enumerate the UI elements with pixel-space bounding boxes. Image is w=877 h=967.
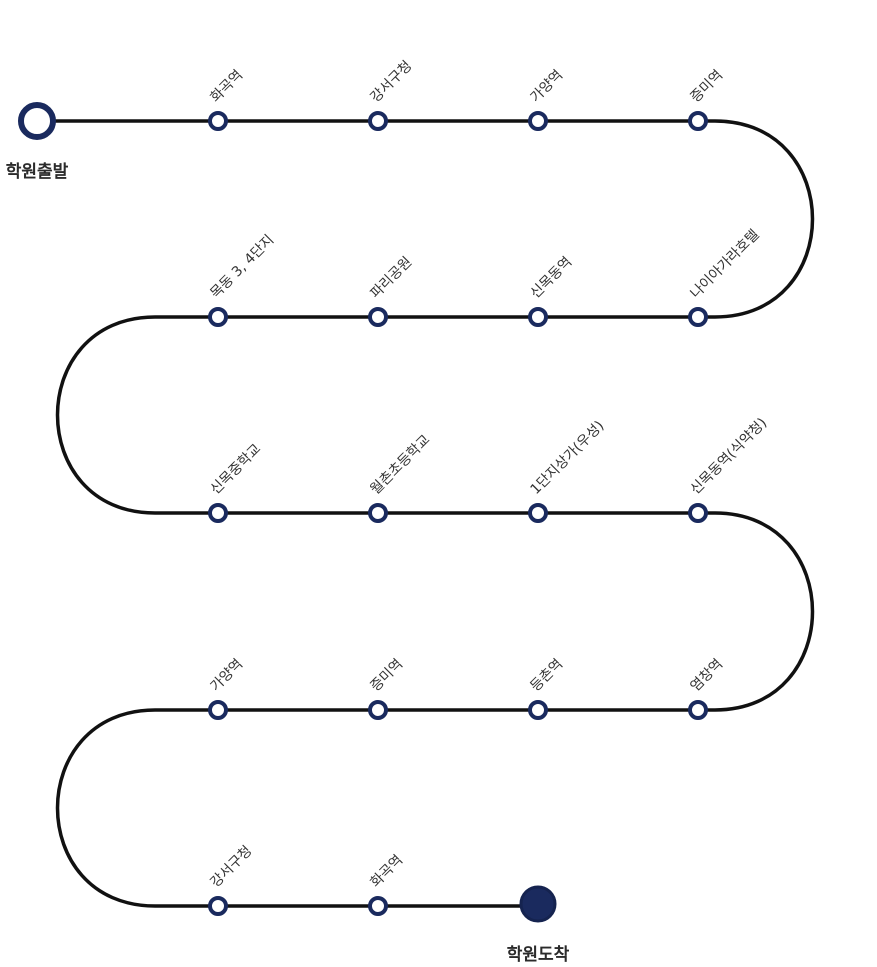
stop-marker (208, 503, 228, 523)
stop-marker (368, 503, 388, 523)
stop-marker (208, 111, 228, 131)
stop-label: 신목동역 (528, 254, 576, 302)
stop-marker (368, 896, 388, 916)
stop-marker (208, 896, 228, 916)
stop-marker (528, 503, 548, 523)
stop-marker (368, 700, 388, 720)
stop-label: 화곡역 (368, 852, 407, 891)
end-label: 학원도착 (507, 945, 570, 965)
stop-marker (528, 307, 548, 327)
stop-label: 신목중학교 (208, 441, 265, 498)
start-terminal-marker (18, 102, 56, 140)
stop-label: 목동 3, 4단지 (208, 232, 278, 302)
stop-marker (528, 700, 548, 720)
route-line (37, 119, 815, 908)
stop-label: 1단지상가(우성) (528, 418, 608, 498)
stop-marker (688, 700, 708, 720)
stop-label: 염창역 (688, 656, 727, 695)
stop-marker (368, 111, 388, 131)
start-label: 학원출발 (6, 162, 69, 182)
stop-marker (208, 700, 228, 720)
stop-label: 신목동역(식약청) (688, 415, 771, 498)
stop-label: 화곡역 (208, 67, 247, 106)
stop-label: 증미역 (368, 656, 407, 695)
stop-label: 가양역 (528, 67, 567, 106)
stop-label: 강서구청 (208, 843, 256, 891)
stop-label: 증미역 (688, 67, 727, 106)
stop-marker (688, 503, 708, 523)
stop-marker (208, 307, 228, 327)
end-terminal-marker (519, 885, 557, 923)
stop-label: 강서구청 (368, 58, 416, 106)
stop-marker (528, 111, 548, 131)
stop-marker (368, 307, 388, 327)
stop-label: 나이아가라호텔 (688, 227, 763, 302)
stop-label: 파리공원 (368, 254, 416, 302)
stop-label: 가양역 (208, 656, 247, 695)
stop-marker (688, 307, 708, 327)
stop-marker (688, 111, 708, 131)
stop-label: 등촌역 (528, 656, 567, 695)
stop-label: 월촌초등학교 (368, 432, 434, 498)
